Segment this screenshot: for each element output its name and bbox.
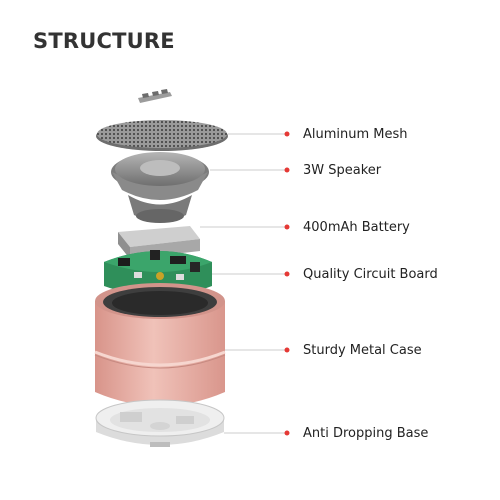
mesh-clip: [138, 89, 172, 103]
anti-dropping-base: [95, 399, 225, 447]
diagram-title: STRUCTURE: [33, 29, 175, 53]
label-sturdy-metal-case: Sturdy Metal Case: [303, 343, 422, 358]
callout-dot: [284, 430, 290, 436]
metal-case: [94, 283, 226, 406]
speaker-driver: [111, 152, 209, 223]
callout-dot: [284, 131, 290, 137]
aluminum-mesh: [96, 120, 228, 151]
label-3w-speaker: 3W Speaker: [303, 163, 382, 178]
callout-dot: [284, 167, 290, 173]
callout-dot: [284, 271, 290, 277]
label-anti-dropping-base: Anti Dropping Base: [303, 426, 429, 441]
label-quality-circuit-board: Quality Circuit Board: [303, 267, 438, 282]
label-aluminum-mesh: Aluminum Mesh: [303, 127, 408, 142]
callouts: [200, 131, 290, 436]
callout-dot: [284, 347, 290, 353]
callout-dot: [284, 224, 290, 230]
label-400mah-battery: 400mAh Battery: [303, 220, 410, 235]
